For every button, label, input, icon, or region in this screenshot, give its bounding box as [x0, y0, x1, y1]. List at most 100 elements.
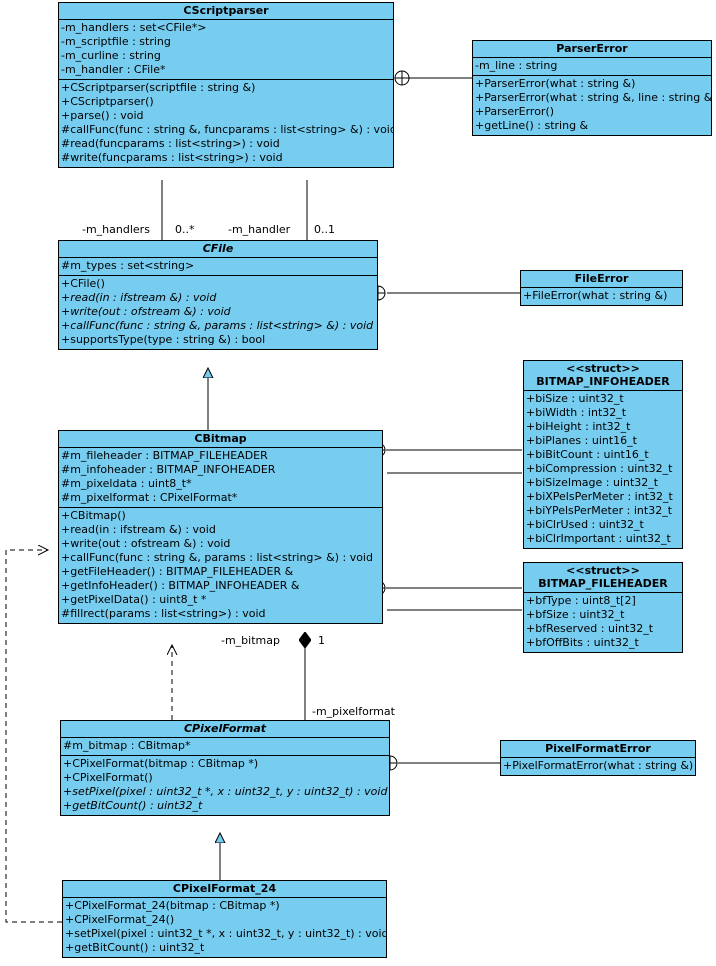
operation-row: +CPixelFormat(bitmap : CBitmap *) [63, 757, 259, 770]
class-box-bitmap-fileheader[interactable]: <<struct>> BITMAP_FILEHEADER +bfType : u… [523, 562, 683, 653]
class-title-fileerror: FileError [521, 271, 682, 288]
class-box-pixelformaterror[interactable]: PixelFormatError +PixelFormatError(what … [500, 740, 696, 776]
operation-row: #read(funcparams : list<string>) : void [61, 137, 280, 150]
attribute-row: -m_handler : CFile* [61, 63, 166, 76]
class-title-cfile: CFile [59, 241, 377, 258]
class-box-cpixelformat-24[interactable]: CPixelFormat_24 +CPixelFormat_24(bitmap … [62, 880, 387, 958]
edge-cbitmap-bitmap-fileheader [370, 580, 522, 611]
class-name-label: BITMAP_INFOHEADER [536, 375, 670, 388]
attributes-compartment-cscriptparser: -m_handlers : set<CFile*> -m_scriptfile … [59, 20, 393, 80]
operation-row: +CScriptparser(scriptfile : string &) [61, 81, 256, 94]
class-title-cpixelformat: CPixelFormat [61, 721, 389, 738]
operation-row: +supportsType(type : string &) : bool [61, 333, 266, 346]
edge-cbitmap-bitmap-infoheader [370, 442, 522, 474]
operation-row: +getBitCount() : uint32_t [65, 941, 205, 954]
operation-row: +getPixelData() : uint8_t * [61, 593, 207, 606]
attributes-compartment-cbitmap: #m_fileheader : BITMAP_FILEHEADER #m_inf… [59, 448, 382, 508]
operations-compartment-parsererror: +ParserError(what : string &) +ParserErr… [473, 76, 711, 135]
class-title-cscriptparser: CScriptparser [59, 3, 393, 20]
class-box-parsererror[interactable]: ParserError -m_line : string +ParserErro… [472, 40, 712, 136]
operation-row: +PixelFormatError(what : string &) [503, 759, 694, 772]
class-title-cpixelformat-24: CPixelFormat_24 [63, 881, 386, 898]
attributes-compartment-parsererror: -m_line : string [473, 58, 711, 76]
operation-row: +read(in : ifstream &) : void [61, 523, 216, 536]
attributes-compartment-cfile: #m_types : set<string> [59, 258, 377, 276]
attribute-row: +biClrImportant : uint32_t [526, 532, 671, 545]
operations-compartment-fileerror: +FileError(what : string &) [521, 288, 682, 305]
attribute-row: +biBitCount : uint16_t [526, 448, 649, 461]
assoc-label-handler-role: -m_handler [228, 223, 291, 236]
class-box-cfile[interactable]: CFile #m_types : set<string> +CFile() +r… [58, 240, 378, 350]
operation-row: +CPixelFormat() [63, 771, 153, 784]
attribute-row: -m_scriptfile : string [61, 35, 171, 48]
operation-row: +CPixelFormat_24(bitmap : CBitmap *) [65, 899, 280, 912]
edge-cpixelformat24-dependency-cbitmap [5, 550, 62, 923]
attribute-row: -m_curline : string [61, 49, 161, 62]
operation-row: +ParserError() [475, 105, 555, 118]
class-title-cbitmap: CBitmap [59, 431, 382, 448]
operation-row: +read(in : ifstream &) : void [61, 291, 217, 304]
operation-row: #write(funcparams : list<string>) : void [61, 151, 283, 164]
edge-cfile-fileerror [370, 285, 520, 301]
operations-compartment-cfile: +CFile() +read(in : ifstream &) : void +… [59, 276, 377, 349]
class-name-label: BITMAP_FILEHEADER [538, 577, 668, 590]
assoc-label-bitmap-role: -m_bitmap [221, 634, 280, 647]
attribute-row: +biHeight : int32_t [526, 420, 631, 433]
class-title-bitmap-fileheader: <<struct>> BITMAP_FILEHEADER [524, 563, 682, 593]
class-box-cbitmap[interactable]: CBitmap #m_fileheader : BITMAP_FILEHEADE… [58, 430, 383, 624]
operations-compartment-pixelformaterror: +PixelFormatError(what : string &) [501, 758, 695, 775]
class-title-bitmap-infoheader: <<struct>> BITMAP_INFOHEADER [524, 361, 682, 391]
attribute-row: #m_infoheader : BITMAP_INFOHEADER [61, 463, 276, 476]
operation-row: +getFileHeader() : BITMAP_FILEHEADER & [61, 565, 294, 578]
attribute-row: +biWidth : int32_t [526, 406, 627, 419]
operation-row: +setPixel(pixel : uint32_t *, x : uint32… [63, 785, 388, 798]
operation-row: +callFunc(func : string &, params : list… [61, 319, 374, 332]
operation-row: +CScriptparser() [61, 95, 154, 108]
attributes-compartment-bitmap-infoheader: +biSize : uint32_t +biWidth : int32_t +b… [524, 391, 682, 548]
operation-row: #callFunc(func : string &, funcparams : … [61, 123, 393, 136]
stereotype-label: <<struct>> [566, 564, 640, 577]
attribute-row: #m_pixeldata : uint8_t* [61, 477, 192, 490]
operation-row: +parse() : void [61, 109, 144, 122]
operations-compartment-cscriptparser: +CScriptparser(scriptfile : string &) +C… [59, 80, 393, 167]
attribute-row: +biCompression : uint32_t [526, 462, 673, 475]
class-box-fileerror[interactable]: FileError +FileError(what : string &) [520, 270, 683, 306]
operation-row: +FileError(what : string &) [523, 289, 668, 302]
operation-row: +getInfoHeader() : BITMAP_INFOHEADER & [61, 579, 300, 592]
attribute-row: #m_pixelformat : CPixelFormat* [61, 491, 238, 504]
edge-cscriptparser-parsererror [394, 70, 472, 86]
operation-row: +CFile() [61, 277, 105, 290]
attribute-row: #m_types : set<string> [61, 259, 195, 272]
attributes-compartment-cpixelformat: #m_bitmap : CBitmap* [61, 738, 389, 756]
stereotype-label: <<struct>> [566, 362, 640, 375]
class-box-cscriptparser[interactable]: CScriptparser -m_handlers : set<CFile*> … [58, 2, 394, 168]
operation-row: +getBitCount() : uint32_t [63, 799, 203, 812]
assoc-label-handlers-multiplicity: 0..* [175, 223, 195, 236]
attribute-row: +biPlanes : uint16_t [526, 434, 637, 447]
attribute-row: +bfReserved : uint32_t [526, 622, 654, 635]
attribute-row: +bfOffBits : uint32_t [526, 636, 639, 649]
operations-compartment-cpixelformat-24: +CPixelFormat_24(bitmap : CBitmap *) +CP… [63, 898, 386, 957]
operation-row: +write(out : ofstream &) : void [61, 305, 231, 318]
attribute-row: +biSizeImage : uint32_t [526, 476, 659, 489]
assoc-label-handlers-role: -m_handlers [82, 223, 150, 236]
attribute-row: -m_line : string [475, 59, 558, 72]
attribute-row: -m_handlers : set<CFile*> [61, 21, 207, 34]
assoc-label-bitmap-multiplicity: 1 [318, 634, 325, 647]
operations-compartment-cbitmap: +CBitmap() +read(in : ifstream &) : void… [59, 508, 382, 623]
operation-row: #fillrect(params : list<string>) : void [61, 607, 266, 620]
attribute-row: +biClrUsed : uint32_t [526, 518, 644, 531]
assoc-label-handler-multiplicity: 0..1 [314, 223, 335, 236]
class-box-bitmap-infoheader[interactable]: <<struct>> BITMAP_INFOHEADER +biSize : u… [523, 360, 683, 549]
operation-row: +ParserError(what : string &) [475, 77, 636, 90]
class-box-cpixelformat[interactable]: CPixelFormat #m_bitmap : CBitmap* +CPixe… [60, 720, 390, 816]
operation-row: +callFunc(func : string &, params : list… [61, 551, 373, 564]
attributes-compartment-bitmap-fileheader: +bfType : uint8_t[2] +bfSize : uint32_t … [524, 593, 682, 652]
operation-row: +CPixelFormat_24() [65, 913, 175, 926]
class-title-pixelformaterror: PixelFormatError [501, 741, 695, 758]
attribute-row: +biYPelsPerMeter : int32_t [526, 504, 673, 517]
assoc-label-pixelformat-role: -m_pixelformat [312, 705, 395, 718]
attribute-row: +bfSize : uint32_t [526, 608, 625, 621]
operation-row: +write(out : ofstream &) : void [61, 537, 231, 550]
